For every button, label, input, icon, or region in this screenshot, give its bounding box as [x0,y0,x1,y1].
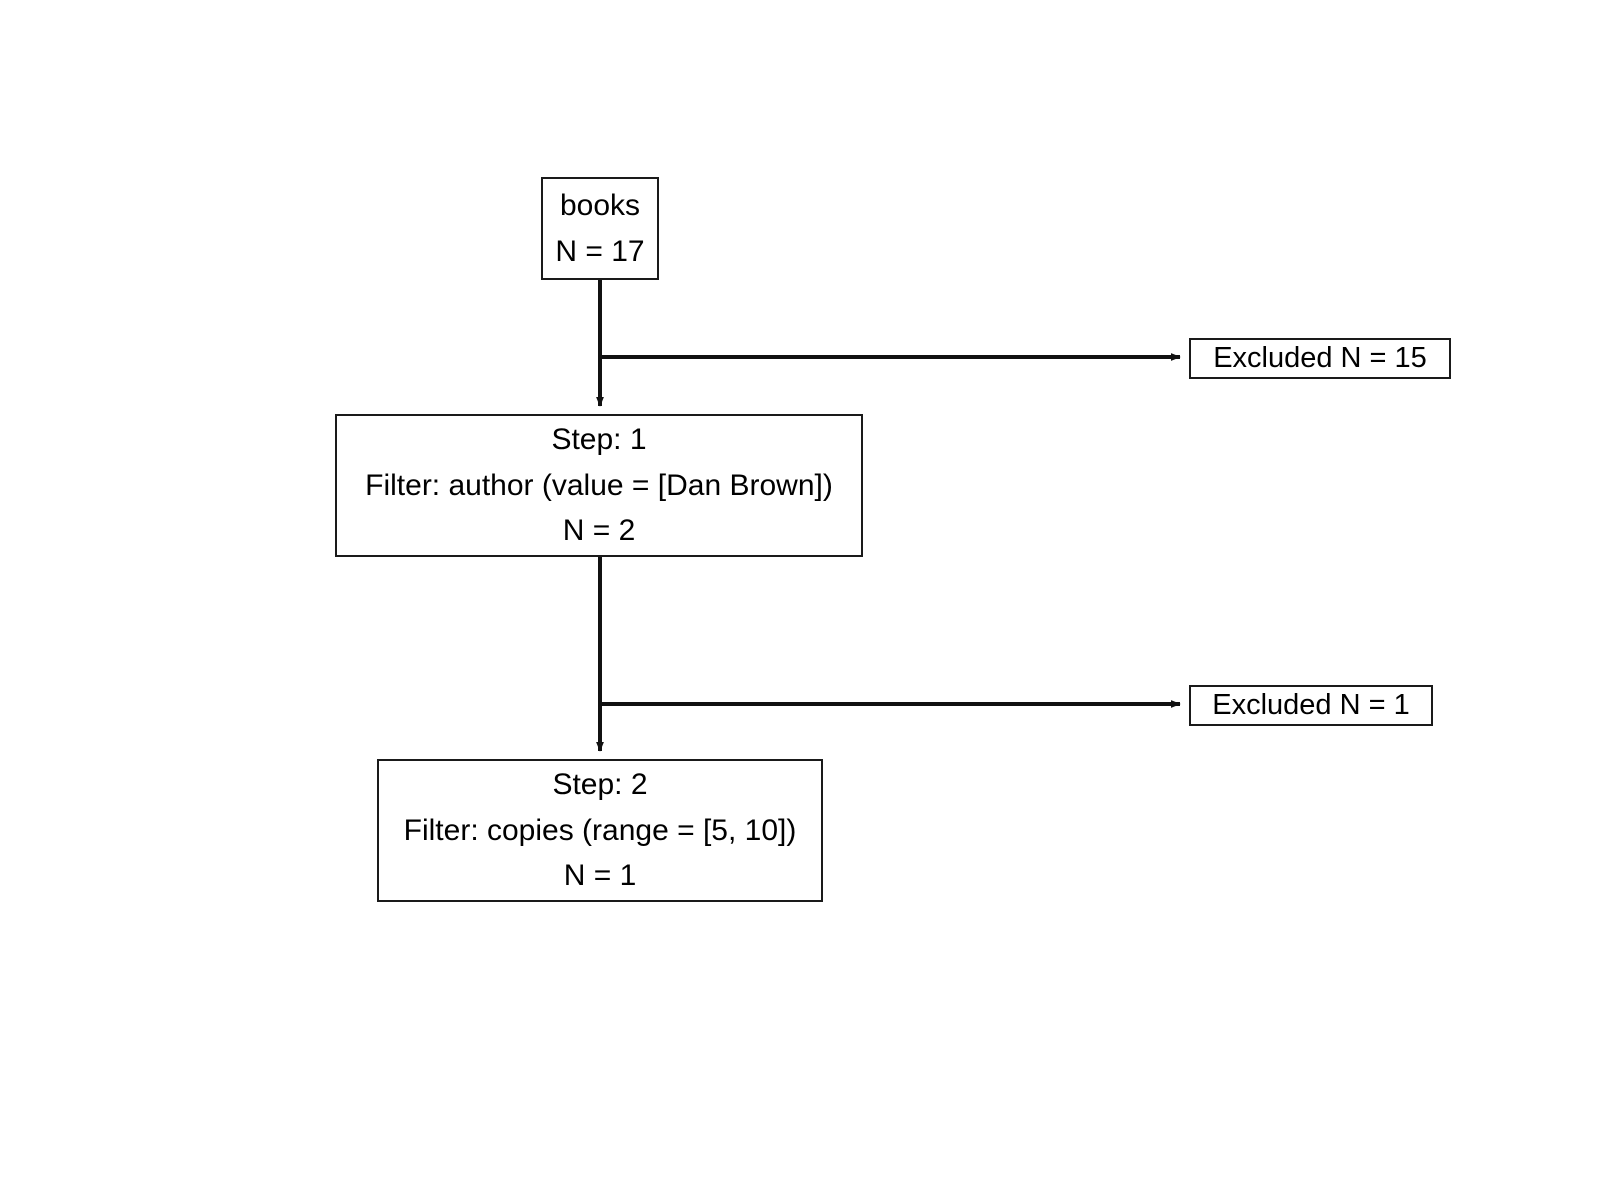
node-step-2-filter: Filter: copies (range = [5, 10]) [403,813,797,847]
node-step-1-filter: Filter: author (value = [Dan Brown]) [365,468,833,502]
node-step-2-count: N = 1 [563,859,637,893]
node-step-1-count: N = 2 [562,514,636,548]
node-excluded-1-label: Excluded N = 15 [1213,342,1427,374]
node-books: books N = 17 [541,177,659,280]
node-books-count: N = 17 [555,234,645,268]
node-step-1-step: Step: 1 [551,423,647,457]
node-excluded-1: Excluded N = 15 [1189,338,1451,379]
node-step-2: Step: 2 Filter: copies (range = [5, 10])… [377,759,823,902]
node-step-2-step: Step: 2 [552,768,648,802]
node-books-label: books [559,188,641,222]
node-step-1: Step: 1 Filter: author (value = [Dan Bro… [335,414,863,557]
node-excluded-2-label: Excluded N = 1 [1212,689,1410,721]
node-excluded-2: Excluded N = 1 [1189,685,1433,726]
